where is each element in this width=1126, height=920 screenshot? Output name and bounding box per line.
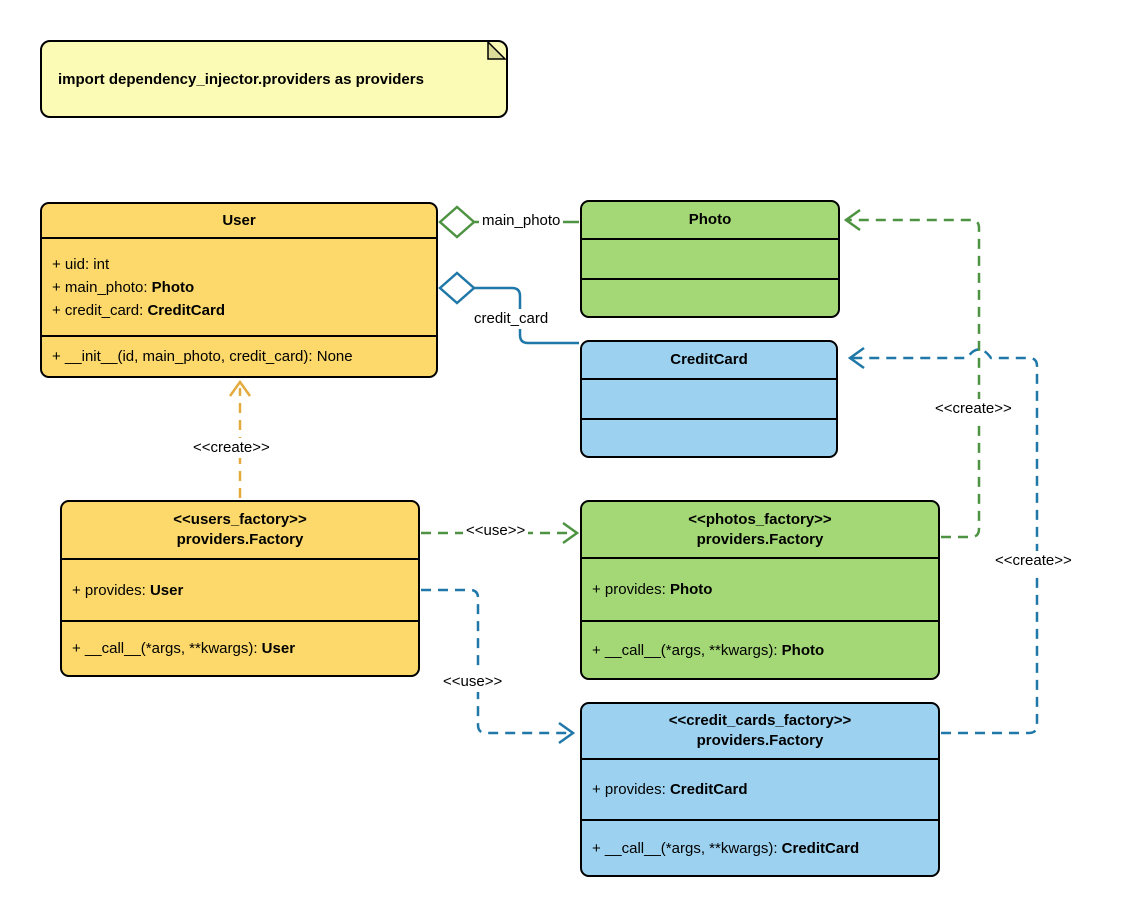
- methods-compartment: + __call__(*args, **kwargs): CreditCard: [582, 821, 938, 875]
- methods-compartment: [582, 420, 836, 456]
- edge-label-main-photo: main_photo: [479, 211, 564, 231]
- class-photos-factory: <<photos_factory>> providers.Factory + p…: [580, 500, 940, 680]
- edge-label-use-credit-cards: <<use>>: [440, 672, 506, 692]
- attribute-row: + provides: User: [72, 581, 184, 599]
- class-title: CreditCard: [582, 342, 836, 380]
- note-text: import dependency_injector.providers as …: [58, 70, 424, 88]
- edge-create-photo: [843, 208, 981, 539]
- attributes-compartment: + provides: CreditCard: [582, 760, 938, 821]
- edge-label-create-credit-card: <<create>>: [992, 551, 1075, 571]
- methods-compartment: [582, 280, 838, 316]
- class-title: <<credit_cards_factory>> providers.Facto…: [582, 704, 938, 760]
- class-title: Photo: [582, 202, 838, 240]
- method-row: + __init__(id, main_photo, credit_card):…: [52, 348, 353, 365]
- class-title: <<photos_factory>> providers.Factory: [582, 502, 938, 559]
- open-arrowhead-icon: [228, 379, 252, 397]
- edge-label-create-user: <<create>>: [190, 438, 273, 458]
- attributes-compartment: + provides: User: [62, 560, 418, 622]
- class-creditcard: CreditCard: [580, 340, 838, 458]
- class-photo: Photo: [580, 200, 840, 318]
- edge-aggregation-credit-card: [438, 271, 579, 345]
- method-row: + __call__(*args, **kwargs): CreditCard: [592, 839, 860, 857]
- method-row: + __call__(*args, **kwargs): Photo: [592, 641, 825, 659]
- open-arrowhead-icon: [558, 721, 576, 745]
- edge-label-credit-card: credit_card: [471, 309, 552, 329]
- attributes-compartment: [582, 380, 836, 420]
- attribute-row: + provides: Photo: [592, 581, 713, 598]
- note: import dependency_injector.providers as …: [40, 40, 508, 118]
- edge-use-credit-cards-factory: [421, 588, 576, 745]
- class-stereotype: <<users_factory>>: [173, 511, 307, 528]
- open-arrowhead-icon: [847, 346, 865, 370]
- method-row: + __call__(*args, **kwargs): User: [72, 640, 296, 657]
- class-title: <<users_factory>> providers.Factory: [62, 502, 418, 560]
- attribute-row: + provides: CreditCard: [592, 781, 748, 798]
- attribute-row: + credit_card: CreditCard: [52, 301, 225, 319]
- class-title: User: [42, 204, 436, 239]
- attribute-row: + uid: int: [52, 255, 110, 273]
- open-arrowhead-icon: [562, 521, 580, 545]
- attributes-compartment: + uid: int + main_photo: Photo + credit_…: [42, 239, 436, 337]
- class-stereotype: <<credit_cards_factory>>: [668, 712, 852, 729]
- attributes-compartment: [582, 240, 838, 280]
- class-credit-cards-factory: <<credit_cards_factory>> providers.Facto…: [580, 702, 940, 877]
- class-user: User + uid: int + main_photo: Photo + cr…: [40, 202, 438, 378]
- methods-compartment: + __call__(*args, **kwargs): Photo: [582, 622, 938, 678]
- class-users-factory: <<users_factory>> providers.Factory + pr…: [60, 500, 420, 677]
- aggregation-diamond-icon: [438, 205, 476, 239]
- methods-compartment: + __call__(*args, **kwargs): User: [62, 622, 418, 675]
- aggregation-diamond-icon: [438, 271, 476, 305]
- edge-label-create-photo: <<create>>: [932, 399, 1015, 419]
- attribute-row: + main_photo: Photo: [52, 278, 195, 296]
- class-stereotype: <<photos_factory>>: [688, 510, 832, 528]
- methods-compartment: + __init__(id, main_photo, credit_card):…: [42, 337, 436, 376]
- attributes-compartment: + provides: Photo: [582, 559, 938, 622]
- open-arrowhead-icon: [843, 208, 861, 232]
- edge-label-use-photos: <<use>>: [463, 521, 529, 541]
